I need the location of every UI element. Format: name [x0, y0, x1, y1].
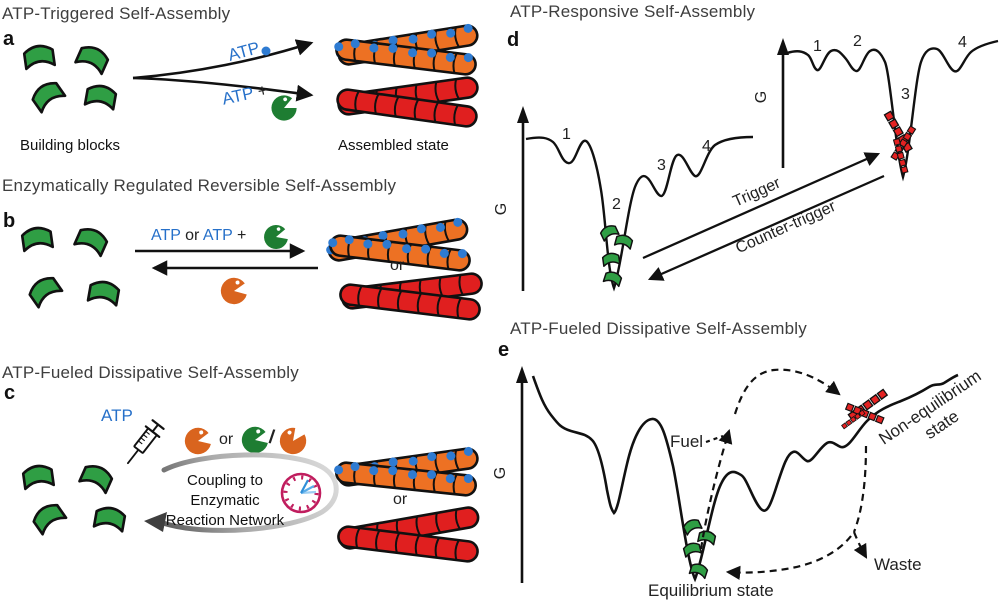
- enzyme-pacman-green-icon: [267, 91, 300, 125]
- branching-arrows-a: [132, 39, 314, 102]
- assembled-state-label: Assembled state: [338, 137, 449, 154]
- panel-c-graphics: [21, 419, 481, 564]
- g-axis-label-right: G: [753, 90, 771, 104]
- building-blocks-label: Building blocks: [20, 137, 121, 154]
- state-1-left: 1: [562, 126, 571, 143]
- building-block-icons-b: [20, 223, 122, 309]
- or-text: or: [185, 227, 200, 244]
- clock-icon: [280, 472, 322, 514]
- atp-text-2: ATP: [202, 227, 233, 244]
- panel-b-graphics: [20, 217, 484, 322]
- well-blocks-d: [598, 222, 634, 288]
- or-label-b: or: [390, 257, 405, 274]
- equilibrium-state-label: Equilibrium state: [648, 581, 774, 600]
- orange-fibers-a: [333, 23, 479, 76]
- enzyme-pacman-orange-icon: [182, 425, 213, 457]
- red-fibers-a: [334, 75, 481, 129]
- loop-line-3: Reaction Network: [165, 511, 285, 529]
- atp-dot-icon: [261, 46, 271, 56]
- building-block-icons-c: [21, 460, 128, 536]
- state-3-right: 3: [901, 86, 910, 103]
- dissipative-cycle-arrows: [699, 368, 868, 580]
- panel-d-graphics: [517, 38, 999, 292]
- reaction-network-label: Coupling to Enzymatic Reaction Network: [155, 471, 295, 530]
- building-block-icons-a: [22, 41, 119, 114]
- state-2-right: 2: [853, 33, 862, 50]
- waste-label: Waste: [874, 555, 922, 574]
- state-1-right: 1: [813, 38, 822, 55]
- state-4-right: 4: [958, 34, 967, 51]
- loop-line-1: Coupling to: [187, 472, 263, 489]
- g-axis-right: [777, 38, 789, 168]
- panel-a-letter: a: [3, 28, 15, 50]
- or-label-c1: or: [219, 431, 234, 448]
- panel-c-title: ATP-Fueled Dissipative Self-Assembly: [2, 363, 299, 382]
- loop-line-2: Enzymatic: [190, 491, 260, 509]
- panel-c-letter: c: [4, 382, 16, 404]
- plus-text: +: [236, 227, 247, 244]
- syringe-icon: [127, 419, 165, 465]
- energy-landscape-left: [525, 135, 754, 292]
- state-4-left: 4: [702, 138, 711, 155]
- well-blocks-e: [681, 516, 717, 580]
- state-2-left: 2: [612, 196, 621, 213]
- enzyme-pacman-green-icon: [261, 222, 290, 252]
- panel-a-title: ATP-Triggered Self-Assembly: [2, 4, 231, 23]
- state-3-left: 3: [657, 157, 666, 174]
- trigger-arrows: [642, 152, 885, 281]
- panel-d-title: ATP-Responsive Self-Assembly: [510, 2, 756, 21]
- reaction-network-loop: [160, 452, 339, 533]
- atp-text-1: ATP: [151, 227, 181, 244]
- g-axis-label-left: G: [493, 202, 511, 216]
- energy-landscape-e: [531, 373, 959, 583]
- fuel-label: Fuel: [670, 432, 704, 451]
- panel-e-graphics: [516, 366, 959, 583]
- g-axis-left: [517, 106, 529, 291]
- g-axis-label-e: G: [492, 466, 510, 480]
- energy-landscape-right: [786, 39, 999, 182]
- red-fibers-b: [338, 271, 484, 322]
- panel-d-letter: d: [507, 29, 520, 51]
- or-label-c2: or: [393, 491, 408, 508]
- forward-reaction-label: ATP or ATP +: [151, 227, 246, 245]
- panel-e-title: ATP-Fueled Dissipative Self-Assembly: [510, 319, 807, 338]
- panel-e-letter: e: [498, 339, 510, 361]
- enzyme-pacman-green-icon: [239, 424, 270, 456]
- panel-a-graphics: [22, 23, 481, 129]
- enzyme-pacman-orange-icon: [218, 275, 249, 307]
- red-fibers-c: [336, 504, 481, 564]
- loop-arrowhead: [144, 512, 167, 532]
- panel-b-letter: b: [3, 210, 16, 232]
- g-axis-e: [516, 366, 528, 583]
- orange-fibers-c: [333, 446, 479, 496]
- panel-b-title: Enzymatically Regulated Reversible Self-…: [2, 176, 397, 195]
- equilibrium-arrows-b: [135, 243, 318, 276]
- atp-label-c: ATP: [101, 406, 133, 425]
